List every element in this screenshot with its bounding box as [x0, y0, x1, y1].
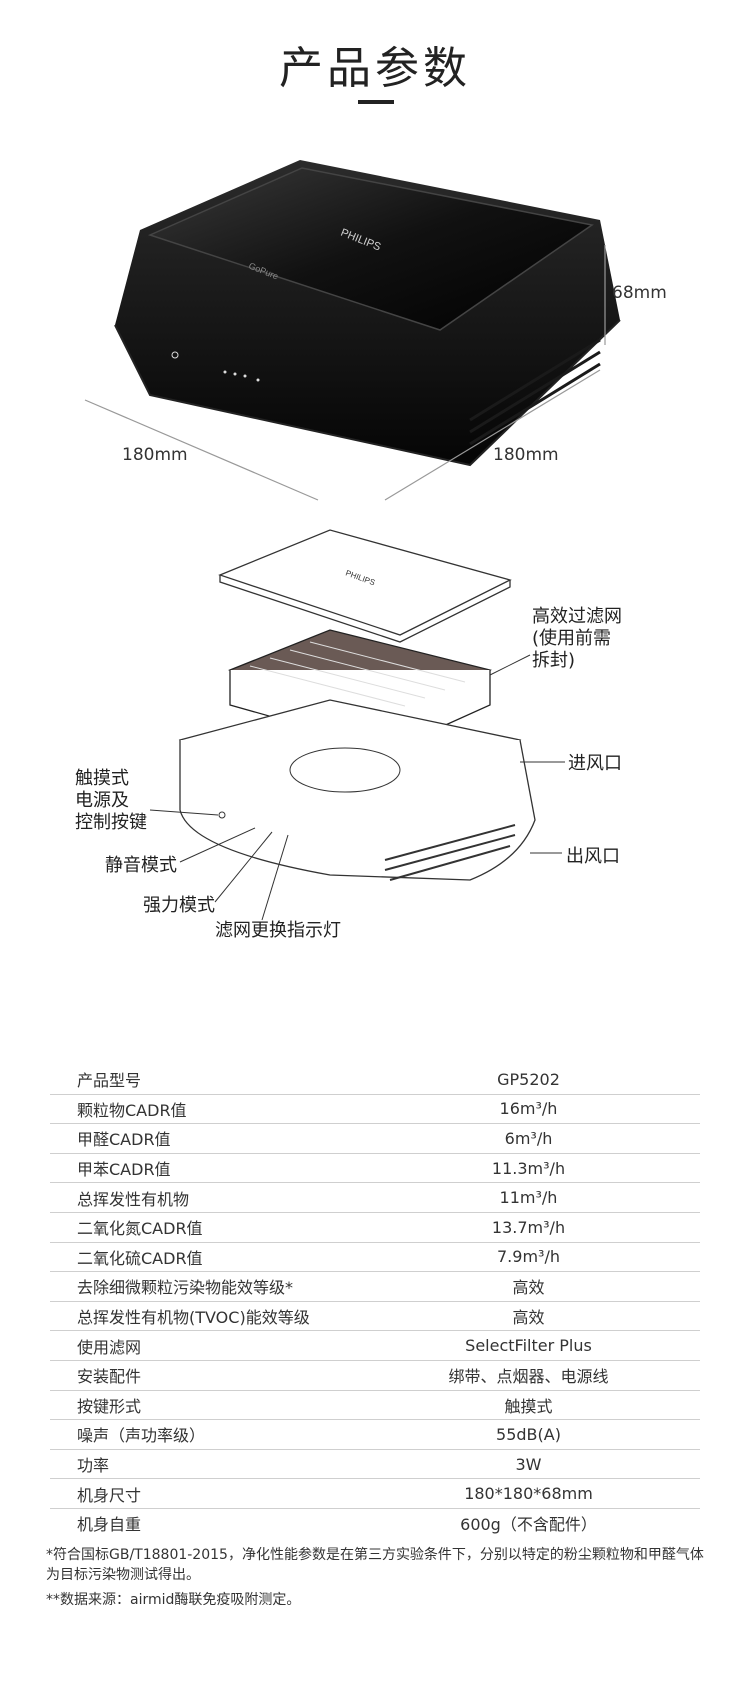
spec-label: 噪声（声功率级） [50, 1419, 377, 1450]
spec-row: 按键形式触摸式 [50, 1390, 700, 1421]
dimension-height: 68mm [612, 283, 667, 303]
spec-label: 甲苯CADR值 [50, 1153, 377, 1184]
spec-label: 总挥发性有机物(TVOC)能效等级 [50, 1301, 377, 1332]
dimension-width-left: 180mm [122, 445, 188, 465]
callout-inlet: 进风口 [568, 753, 622, 774]
spec-label: 颗粒物CADR值 [50, 1094, 377, 1125]
spec-value: GP5202 [377, 1065, 700, 1095]
spec-value: 绑带、点烟器、电源线 [377, 1360, 700, 1391]
spec-label: 功率 [50, 1449, 377, 1480]
vent-slots [469, 338, 601, 446]
footnote-source: **数据来源：airmid酶联免疫吸附测定。 [46, 1592, 301, 1608]
callout-outlet: 出风口 [566, 846, 620, 867]
spec-row: 总挥发性有机物(TVOC)能效等级高效 [50, 1301, 700, 1332]
callout-silent: 静音模式 [105, 855, 177, 876]
spec-value: 600g（不含配件） [460, 1515, 597, 1535]
spec-value: 55dB(A) [377, 1419, 700, 1450]
product-image: PHILIPS GoPure [84, 160, 621, 501]
callout-filter: 高效过滤网(使用前需拆封) [532, 606, 622, 671]
spec-row: 机身自重 600g（不含配件） [50, 1508, 700, 1537]
exploded-diagram: PHILIPS [149, 529, 565, 921]
spec-label: 总挥发性有机物 [50, 1182, 377, 1213]
spec-label: 使用滤网 [50, 1330, 377, 1361]
spec-value: 11m³/h [377, 1182, 700, 1213]
callout-power: 触摸式电源及控制按键 [75, 768, 147, 833]
spec-value: 3W [377, 1449, 700, 1480]
spec-value: 16m³/h [377, 1094, 700, 1125]
spec-value: 高效 [377, 1271, 700, 1302]
power-icon [171, 351, 179, 359]
spec-row: 安装配件绑带、点烟器、电源线 [50, 1360, 700, 1391]
spec-label: 去除细微颗粒污染物能效等级* [50, 1271, 377, 1302]
outlet-vents [384, 824, 516, 881]
title-underline [358, 100, 394, 104]
page-title: 产品参数 [279, 43, 471, 94]
callout-boost: 强力模式 [143, 895, 215, 916]
spec-label: 产品型号 [50, 1065, 377, 1095]
spec-label: 机身自重 [77, 1515, 142, 1535]
spec-value: 6m³/h [377, 1123, 700, 1154]
spec-value: SelectFilter Plus [377, 1330, 700, 1361]
spec-value: 13.7m³/h [377, 1212, 700, 1243]
spec-label: 二氧化硫CADR值 [50, 1242, 377, 1273]
spec-value: 7.9m³/h [377, 1242, 700, 1273]
spec-row: 去除细微颗粒污染物能效等级*高效 [50, 1271, 700, 1302]
device-top [147, 167, 594, 331]
spec-row: 噪声（声功率级）55dB(A) [50, 1419, 700, 1450]
spec-label: 机身尺寸 [50, 1478, 377, 1509]
footnote-standard: *符合国标GB/T18801-2015，净化性能参数是在第三方实验条件下，分别以… [46, 1547, 704, 1583]
dimension-width-right: 180mm [493, 445, 559, 465]
callout-indicator: 滤网更换指示灯 [215, 920, 341, 941]
spec-label: 二氧化氮CADR值 [50, 1212, 377, 1243]
spec-value: 180*180*68mm [377, 1478, 700, 1509]
spec-label: 甲醛CADR值 [50, 1123, 377, 1154]
spec-value: 触摸式 [377, 1390, 700, 1421]
spec-label: 安装配件 [50, 1360, 377, 1391]
spec-label: 按键形式 [50, 1390, 377, 1421]
spec-value: 11.3m³/h [377, 1153, 700, 1184]
spec-value: 高效 [377, 1301, 700, 1332]
